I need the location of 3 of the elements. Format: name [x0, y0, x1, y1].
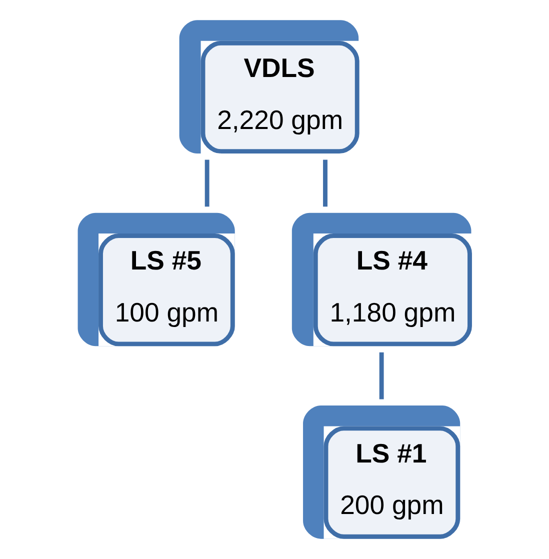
connector — [379, 352, 384, 400]
connector — [323, 160, 328, 207]
connector — [204, 160, 210, 207]
